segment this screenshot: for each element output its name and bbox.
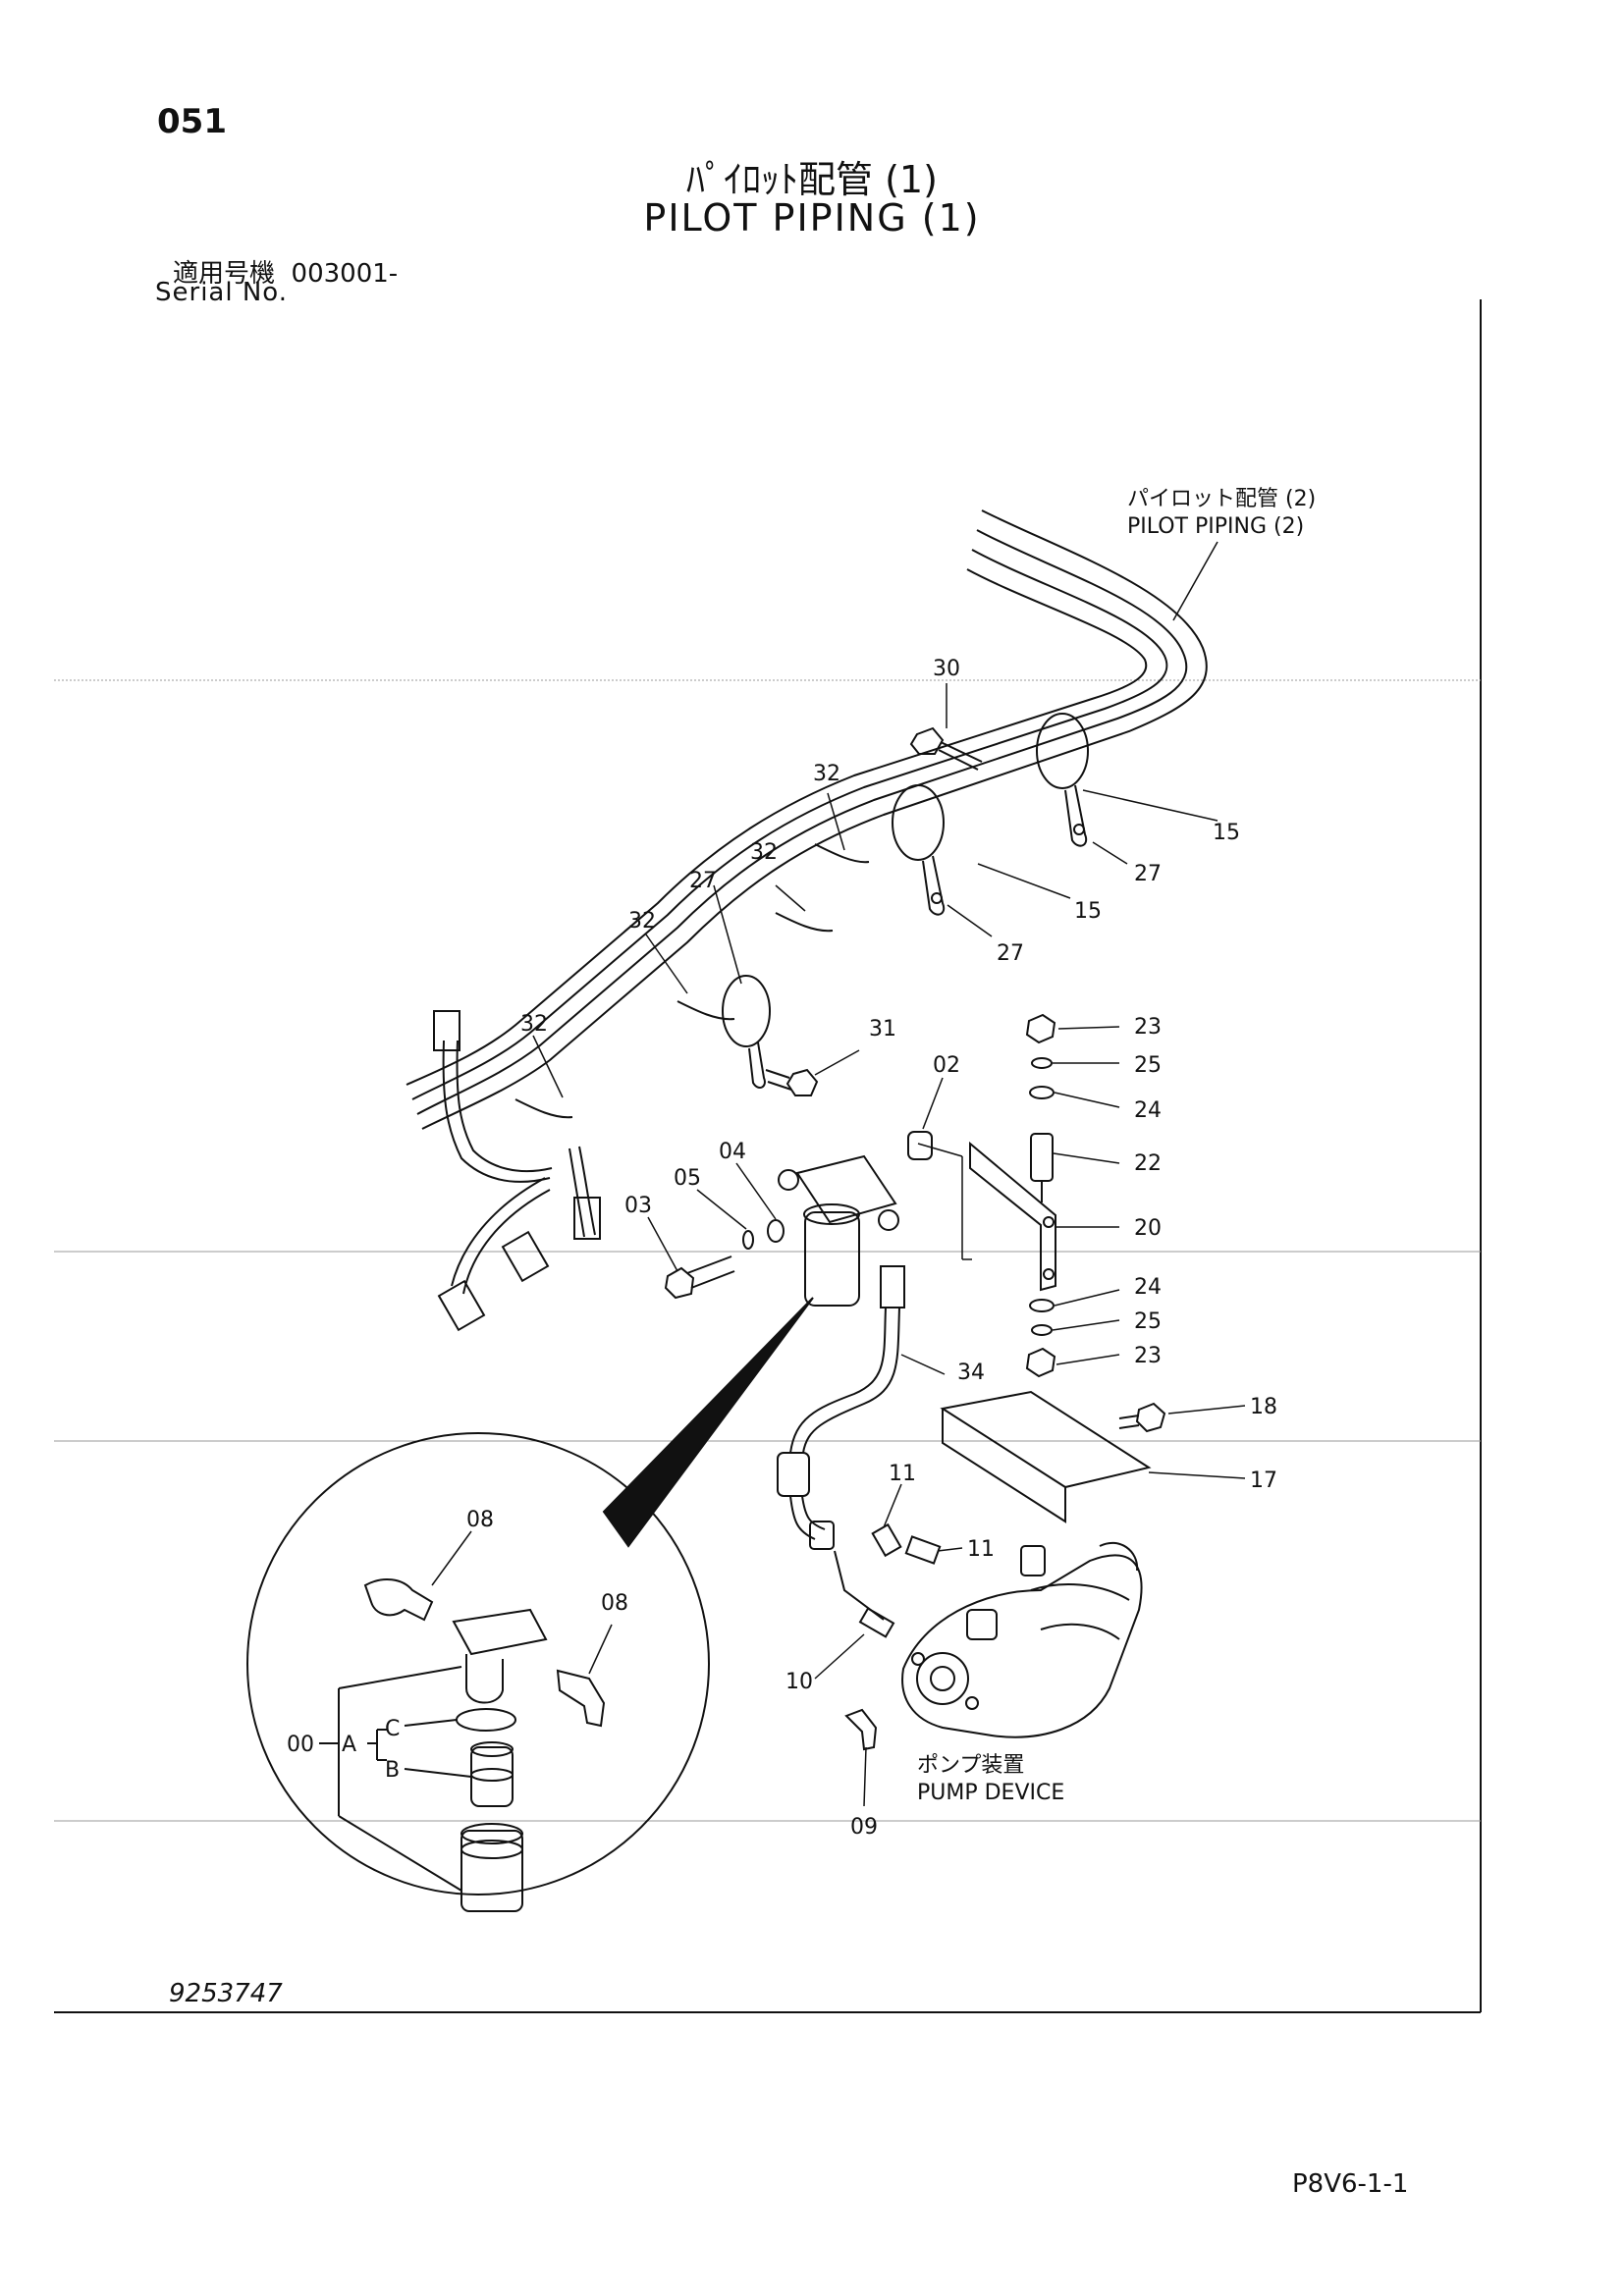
part-label-31: 31 <box>869 1017 896 1041</box>
detail-bowl <box>460 1823 523 1912</box>
elbow-09 <box>844 1708 878 1751</box>
serial-label-ja-text: 適用号機 <box>173 259 276 289</box>
callout-pump-device-en: PUMP DEVICE <box>917 1781 1064 1805</box>
detail-o-ring-c <box>456 1708 516 1732</box>
part-label-10: 10 <box>785 1670 813 1694</box>
part-label-23-a: 23 <box>1134 1015 1162 1040</box>
assembly-bracket <box>319 1666 472 1892</box>
part-label-27-a: 27 <box>1134 862 1162 886</box>
pump-device <box>901 1541 1143 1738</box>
washer-24-top <box>1029 1086 1055 1099</box>
connector-11a <box>871 1522 902 1558</box>
page-code: P8V6-1-1 <box>1292 2169 1409 2199</box>
part-label-08-a: 08 <box>466 1508 494 1532</box>
connector-11b <box>904 1535 942 1565</box>
part-label-00: 00 <box>287 1733 314 1757</box>
part-label-24-b: 24 <box>1134 1275 1162 1300</box>
part-label-20: 20 <box>1134 1216 1162 1241</box>
page-title-en: PILOT PIPING (1) <box>643 196 981 240</box>
part-label-c: C <box>385 1717 400 1741</box>
hose-clamp-lower <box>892 784 946 916</box>
part-label-b: B <box>385 1758 400 1783</box>
pilot-filter <box>778 1154 899 1307</box>
part-label-30: 30 <box>933 657 960 681</box>
part-label-15-a: 15 <box>1213 821 1240 845</box>
bracket-20 <box>969 1141 1056 1292</box>
part-label-23-b: 23 <box>1134 1344 1162 1368</box>
part-label-15-b: 15 <box>1074 899 1102 924</box>
detail-elbow-08-right <box>556 1669 606 1728</box>
part-label-a: A <box>342 1733 356 1757</box>
callout-pump-device-ja: ポンプ装置 <box>917 1753 1024 1778</box>
washer-25-bottom <box>1031 1324 1053 1336</box>
part-label-08-b: 08 <box>601 1591 628 1616</box>
pump-line <box>809 1521 885 1621</box>
part-label-11-a: 11 <box>889 1462 916 1486</box>
washer-24-bottom <box>1029 1299 1055 1312</box>
bolt-30 <box>909 726 983 771</box>
part-label-18: 18 <box>1250 1395 1277 1419</box>
callout-pilot-piping-2-ja: パイロット配管 (2) <box>1127 487 1316 511</box>
part-label-09: 09 <box>850 1815 878 1840</box>
hose-clamp-upper <box>1036 713 1089 847</box>
detail-circle <box>246 1432 710 1896</box>
connector-10 <box>858 1607 895 1638</box>
detail-elbow-08-left <box>363 1578 434 1622</box>
cover-17 <box>940 1390 1152 1523</box>
bolt-18 <box>1118 1402 1166 1433</box>
part-label-02: 02 <box>933 1053 960 1078</box>
part-label-32-d: 32 <box>520 1012 548 1037</box>
nut-23-bottom <box>1025 1347 1056 1378</box>
leader-lines <box>431 541 1246 1807</box>
part-label-27-c: 27 <box>997 941 1024 966</box>
page-title-ja: ﾊﾟｲﾛｯﾄ配管 (1) <box>686 158 938 201</box>
serial-label-ja: 適用号機 003001- <box>173 253 398 290</box>
cable-ties-32 <box>514 843 870 1119</box>
hose-34 <box>777 1265 905 1540</box>
part-label-32-b: 32 <box>750 840 778 865</box>
nut-23-top <box>1025 1013 1056 1044</box>
part-label-17: 17 <box>1250 1468 1277 1493</box>
washer-25-top <box>1031 1057 1053 1069</box>
serial-label-en: Serial No. <box>155 278 288 307</box>
part-label-24-a: 24 <box>1134 1098 1162 1123</box>
part-label-27-b: 27 <box>689 869 717 893</box>
part-label-32-a: 32 <box>813 762 840 786</box>
washer-05 <box>742 1230 754 1250</box>
left-hoses <box>433 1010 601 1332</box>
washer-04 <box>767 1219 785 1243</box>
part-label-34: 34 <box>957 1361 985 1385</box>
bolt-31 <box>765 1068 819 1096</box>
part-label-03: 03 <box>624 1194 652 1218</box>
part-label-04: 04 <box>719 1140 746 1164</box>
part-label-22: 22 <box>1134 1151 1162 1176</box>
part-label-32-c: 32 <box>628 909 656 934</box>
stud-22 <box>1030 1133 1054 1202</box>
callout-pilot-piping-2-en: PILOT PIPING (2) <box>1127 514 1304 539</box>
part-label-25-b: 25 <box>1134 1309 1162 1334</box>
hose-clamp-left <box>722 975 771 1089</box>
detail-filter-head <box>452 1608 548 1704</box>
hose-bundle <box>406 509 1208 1130</box>
spacer-02 <box>907 1131 933 1160</box>
bolt-03 <box>664 1255 735 1300</box>
detail-element-b <box>470 1741 514 1807</box>
drawing-number: 9253747 <box>169 1979 283 2008</box>
part-label-11-b: 11 <box>967 1537 995 1562</box>
part-label-05: 05 <box>674 1166 701 1191</box>
part-label-25-a: 25 <box>1134 1053 1162 1078</box>
page-number: 051 <box>157 102 227 141</box>
serial-value: 003001- <box>291 259 399 289</box>
detail-pointer <box>602 1297 814 1548</box>
